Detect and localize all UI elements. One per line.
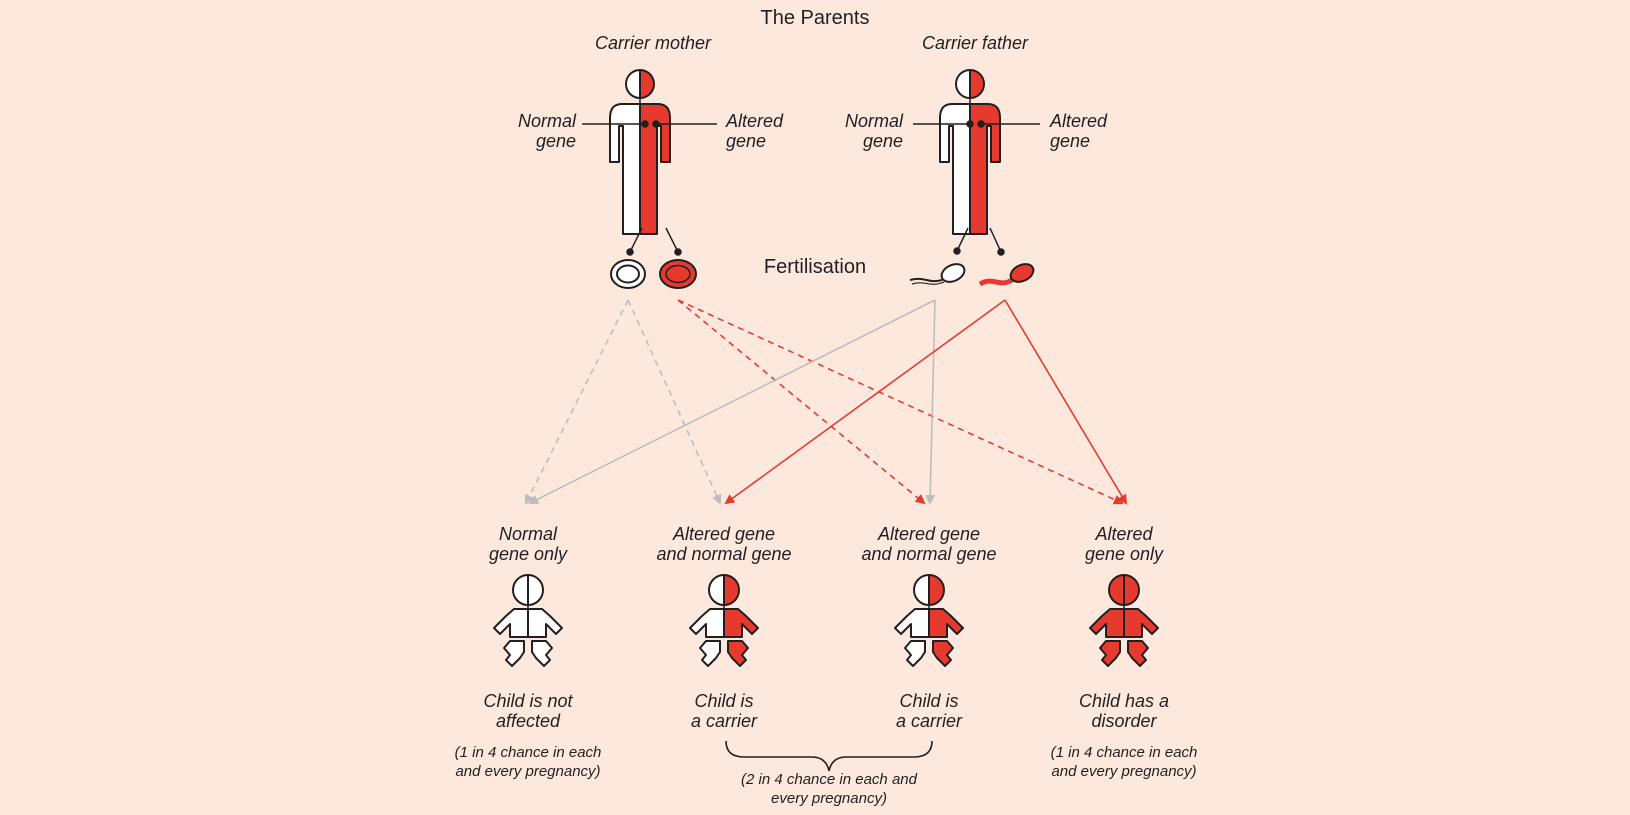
carrier-chance-label: (2 in 4 chance in each and every pregnan… xyxy=(741,771,917,807)
outcome-genes-label: Altered gene and normal gene xyxy=(656,524,792,564)
carrier-father-figure xyxy=(939,69,1001,235)
carrier-father-label: Carrier father xyxy=(921,33,1029,53)
outcome-result-label: Child is a carrier xyxy=(895,691,963,731)
gene-pointer-lines xyxy=(582,120,1040,256)
father-altered-gene-label: Altered gene xyxy=(1050,111,1108,151)
inheritance-arrows xyxy=(525,299,1128,505)
outcome-genes-label: Altered gene and normal gene xyxy=(861,524,997,564)
fertilisation-label: Fertilisation xyxy=(763,256,867,278)
father-normal-gene-label: Normal gene xyxy=(844,111,903,151)
outcome-genes-label: Normal gene only xyxy=(488,524,568,564)
egg-cell-altered-icon xyxy=(659,259,697,289)
baby-normal-icon xyxy=(493,574,563,667)
diagram-title: The Parents xyxy=(760,7,870,29)
outcome-genes-label: Altered gene only xyxy=(1084,524,1164,564)
not-affected-chance-label: (1 in 4 chance in each and every pregnan… xyxy=(454,744,602,780)
disorder-chance-label: (1 in 4 chance in each and every pregnan… xyxy=(1050,744,1198,780)
mother-altered-gene-label: Altered gene xyxy=(726,111,784,151)
baby-affected-icon xyxy=(1089,574,1159,667)
outcome-result-label: Child is a carrier xyxy=(690,691,758,731)
sperm-cell-altered-icon xyxy=(978,263,1035,287)
sperm-cell-normal-icon xyxy=(909,263,966,285)
carrier-mother-figure xyxy=(609,69,671,235)
carrier-brace xyxy=(725,740,933,772)
baby-carrier-icon xyxy=(894,574,964,667)
mother-normal-gene-label: Normal gene xyxy=(517,111,576,151)
outcome-result-label: Child is not affected xyxy=(483,691,573,731)
baby-carrier-icon xyxy=(689,574,759,667)
carrier-mother-label: Carrier mother xyxy=(594,33,712,53)
outcome-result-label: Child has a disorder xyxy=(1078,691,1170,731)
egg-cell-normal-icon xyxy=(610,259,646,289)
